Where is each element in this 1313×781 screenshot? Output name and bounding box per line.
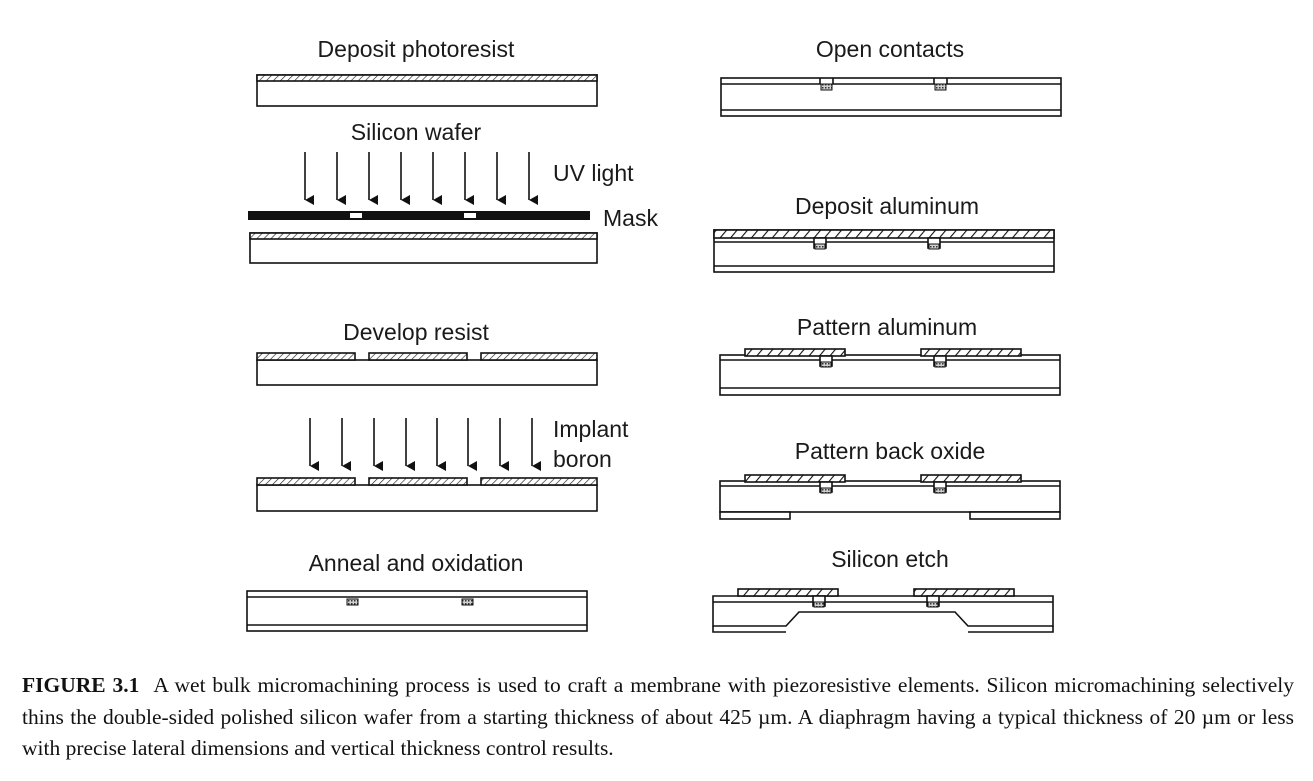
step-deposit-photoresist: Deposit photoresist — [256, 36, 598, 107]
wafer-implant — [256, 477, 598, 512]
uv-arrows — [304, 152, 538, 205]
label-boron: boron — [553, 446, 612, 472]
label-mask: Mask — [603, 205, 658, 231]
label-develop-resist: Develop resist — [343, 319, 489, 345]
step-silicon-etch: Silicon etch — [712, 546, 1054, 633]
label-uv-light: UV light — [553, 160, 634, 186]
label-silicon-etch: Silicon etch — [831, 546, 949, 572]
step-implant-boron: Implant boron — [256, 416, 629, 512]
wafer-anneal-oxidation — [246, 590, 588, 632]
step-open-contacts: Open contacts — [720, 36, 1062, 117]
label-pattern-back-oxide: Pattern back oxide — [795, 438, 986, 464]
wafer-open-contacts — [720, 77, 1062, 117]
label-anneal-oxidation: Anneal and oxidation — [309, 550, 524, 576]
wafer-pattern-back-oxide — [719, 474, 1061, 520]
label-deposit-photoresist: Deposit photoresist — [318, 36, 515, 62]
label-open-contacts: Open contacts — [816, 36, 964, 62]
label-silicon-wafer: Silicon wafer — [351, 119, 482, 145]
step-deposit-aluminum: Deposit aluminum — [713, 193, 1055, 273]
wafer-exposure — [249, 232, 598, 264]
wafer-deposit-aluminum — [713, 229, 1055, 273]
wafer-develop-resist — [256, 352, 598, 386]
wafer-pattern-aluminum — [719, 348, 1061, 396]
step-anneal-oxidation: Anneal and oxidation — [246, 550, 588, 632]
wafer-silicon-etch — [712, 588, 1054, 633]
step-develop-resist: Develop resist — [256, 319, 598, 386]
step-pattern-back-oxide: Pattern back oxide — [719, 438, 1061, 520]
label-pattern-aluminum: Pattern aluminum — [797, 314, 977, 340]
implant-arrows — [309, 418, 541, 471]
caption-text: A wet bulk micromachining process is use… — [22, 673, 1294, 760]
label-implant: Implant — [553, 416, 629, 442]
process-flow-diagram: Deposit photoresist Silicon wafer UV lig… — [246, 36, 1062, 633]
figure-label: FIGURE 3.1 — [22, 673, 140, 697]
step-pattern-aluminum: Pattern aluminum — [719, 314, 1061, 396]
wafer-deposit-photoresist — [256, 74, 598, 107]
label-deposit-aluminum: Deposit aluminum — [795, 193, 979, 219]
step-uv-exposure: Silicon wafer UV light Mask — [248, 119, 658, 264]
mask — [248, 211, 590, 220]
